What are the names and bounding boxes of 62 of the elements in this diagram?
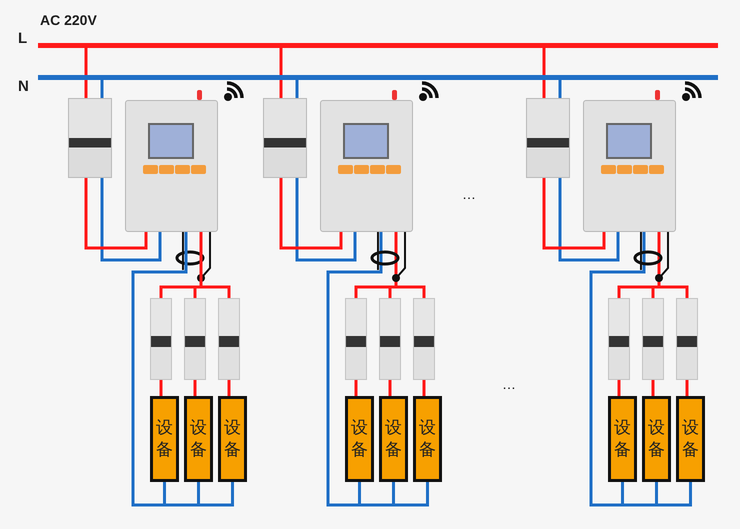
monitoring-device-drawing: [125, 100, 218, 232]
branch-breaker-drawing: [642, 298, 664, 380]
wire: [542, 45, 546, 98]
wire: [280, 45, 282, 98]
equipment-label: 设备: [190, 416, 207, 462]
wire: [280, 178, 342, 250]
wire: [326, 232, 382, 506]
wire: [542, 178, 606, 250]
wire: [422, 380, 426, 396]
equipment-label: 设备: [419, 416, 436, 462]
wire: [132, 232, 188, 506]
equipment-box: [218, 396, 247, 482]
wire: [652, 380, 654, 396]
wire: [100, 77, 104, 98]
circuit-breaker-drawing: [68, 98, 112, 178]
wire: [618, 380, 620, 396]
wire: [686, 380, 688, 396]
equipment-label: 设备: [648, 416, 665, 462]
equipment-box: [608, 396, 637, 482]
wire: [558, 77, 562, 98]
line-label: L: [18, 30, 28, 47]
equipment-box: [150, 396, 179, 482]
equipment-label: 设备: [351, 416, 368, 462]
wire: [354, 380, 358, 396]
equipment-box: [379, 396, 408, 482]
wire: [296, 77, 298, 98]
equipment-box: [413, 396, 442, 482]
wire: [84, 178, 148, 250]
ellipsis: …: [502, 376, 516, 392]
equipment-label: 设备: [385, 416, 402, 462]
branch-breaker-drawing: [379, 298, 401, 380]
equipment-label: 设备: [224, 416, 241, 462]
wire: [228, 380, 230, 396]
branch-breaker-drawing: [184, 298, 206, 380]
equipment-box: [184, 396, 213, 482]
equipment-box: [345, 396, 374, 482]
branch-breaker-drawing: [608, 298, 630, 380]
equipment-label: 设备: [614, 416, 631, 462]
wire: [590, 232, 646, 506]
equipment-label: 设备: [682, 416, 699, 462]
monitoring-device-drawing: [320, 100, 413, 232]
circuit-breaker-drawing: [526, 98, 570, 178]
equipment-box: [642, 396, 671, 482]
voltage-label: AC 220V: [40, 12, 97, 28]
ellipsis: …: [462, 186, 476, 202]
wire: [296, 178, 356, 262]
wire: [388, 380, 392, 396]
equipment-box: [676, 396, 705, 482]
equipment-label: 设备: [156, 416, 173, 462]
branch-breaker-drawing: [345, 298, 367, 380]
wire: [194, 380, 196, 396]
branch-breaker-drawing: [676, 298, 698, 380]
wire: [160, 380, 162, 396]
monitoring-device-drawing: [583, 100, 676, 232]
line-label: N: [18, 78, 29, 95]
branch-breaker-drawing: [218, 298, 240, 380]
circuit-breaker-drawing: [263, 98, 307, 178]
wire: [84, 45, 88, 98]
wire: [100, 178, 162, 262]
wire: [558, 178, 620, 262]
branch-breaker-drawing: [413, 298, 435, 380]
branch-breaker-drawing: [150, 298, 172, 380]
